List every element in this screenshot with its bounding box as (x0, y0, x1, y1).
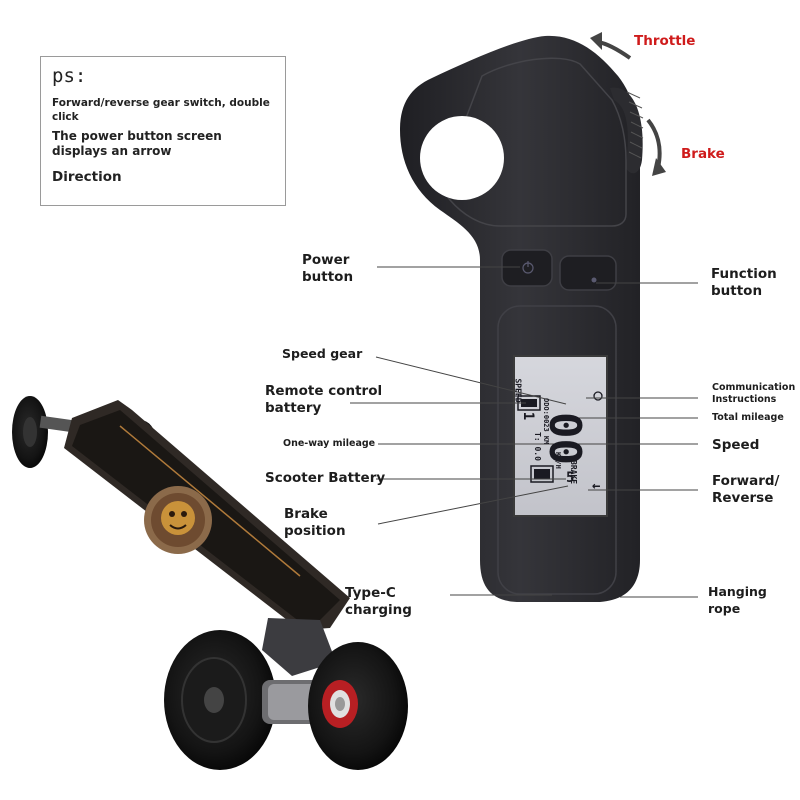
lcd-speed-word: SPEED (513, 378, 523, 403)
note-line-direction: Direction (52, 169, 122, 185)
lcd-screen (513, 355, 608, 517)
function-dot-icon (591, 277, 597, 283)
note-title: ps: (52, 65, 87, 87)
remote-body (400, 35, 640, 602)
function-button[interactable] (559, 255, 617, 291)
lcd-trip: T: 0.0 (533, 432, 542, 461)
lcd-unit: KM/H (554, 452, 562, 469)
throttle-wheel (610, 87, 643, 174)
hand-hole (420, 116, 504, 200)
label-hanging-rope: Hanging rope (708, 584, 767, 616)
label-total-mileage: Total mileage (712, 412, 784, 423)
label-remote-battery: Remote control battery (265, 383, 383, 416)
label-communication: Communication Instructions (712, 382, 796, 405)
brake-arrow (646, 118, 666, 176)
leader-lines (350, 266, 698, 598)
label-power-button: Power button (302, 252, 354, 285)
label-forward-reverse: Forward/ Reverse (712, 473, 780, 506)
lcd-brake-value: 5 (566, 470, 575, 486)
signal-icon (593, 391, 603, 401)
label-brake: Brake (681, 146, 725, 162)
label-type-c-charging: Type-C charging (345, 585, 412, 618)
front-wheel-right (308, 642, 408, 770)
skateboard (12, 396, 408, 770)
lcd-speed-value: 00 (539, 412, 590, 465)
screen-bezel (497, 305, 617, 595)
label-function-button: Function button (711, 266, 777, 299)
lcd-gear-value: 1 (520, 411, 537, 421)
label-speed: Speed (712, 437, 760, 453)
label-one-way-mileage: One-way mileage (283, 438, 376, 449)
scooter-battery-icon (530, 465, 554, 483)
power-button[interactable] (501, 249, 553, 287)
label-speed-gear: Speed gear (282, 346, 363, 361)
lcd-content: SPEED 1 ODO:0023 KM 00 T: 0.0 KM/H BRAKE… (514, 362, 610, 512)
lcd-direction-arrow-icon: ← (592, 478, 601, 494)
note-line-gear-switch: Forward/reverse gear switch, double clic… (52, 97, 270, 123)
front-truck (262, 618, 336, 676)
note-line-power-arrow: The power button screen displays an arro… (52, 129, 222, 158)
throttle-arrow (590, 32, 632, 60)
note-box: ps: Forward/reverse gear switch, double … (40, 56, 286, 206)
label-scooter-battery: Scooter Battery (265, 470, 386, 486)
label-brake-position: Brake position (284, 506, 346, 539)
label-throttle: Throttle (634, 33, 696, 49)
remote-controller (400, 35, 644, 602)
